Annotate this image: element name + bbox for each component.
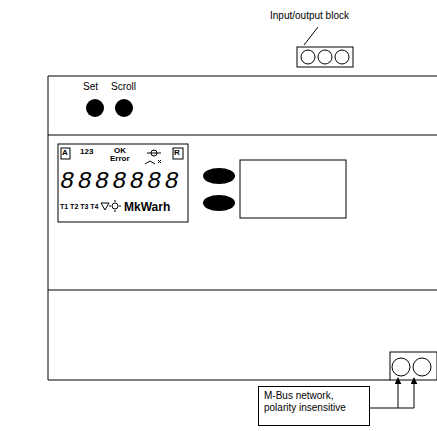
housing-line bbox=[48, 76, 437, 77]
note-box: M-Bus network, polarity insensitive bbox=[258, 386, 370, 426]
lcd-frame bbox=[61, 148, 70, 159]
mbus-terminal-block bbox=[390, 352, 437, 380]
button-label: Scroll bbox=[111, 82, 136, 92]
lcd-sun bbox=[109, 200, 121, 212]
scroll-button bbox=[115, 99, 133, 117]
io-terminal bbox=[318, 50, 332, 64]
lcd-symbol: Error bbox=[110, 155, 130, 163]
lcd-symbol: 123 bbox=[80, 148, 93, 156]
leader-line bbox=[304, 27, 318, 45]
note-text: M-Bus network, polarity insensitive bbox=[259, 387, 369, 416]
lcd-sun bbox=[112, 203, 118, 209]
lcd-symbol: A bbox=[62, 149, 68, 157]
io-terminal bbox=[335, 50, 349, 64]
wire-arrow bbox=[398, 378, 399, 408]
lcd-triangle bbox=[101, 203, 109, 210]
led bbox=[203, 168, 235, 184]
mbus-terminal bbox=[392, 358, 410, 376]
part-label: Input/output block bbox=[270, 11, 349, 21]
lcd-symbol: OK bbox=[114, 147, 126, 155]
io-terminal bbox=[301, 50, 315, 64]
housing-line bbox=[48, 380, 390, 381]
tariff-labels: T1 T2 T3 T4 bbox=[60, 203, 99, 210]
wire bbox=[370, 408, 414, 409]
lcd-symbol: R bbox=[174, 149, 180, 157]
set-button bbox=[86, 99, 104, 117]
unit-label: MkWarh bbox=[124, 201, 170, 213]
wire-arrow bbox=[414, 378, 415, 408]
led bbox=[203, 195, 235, 211]
lcd-display bbox=[58, 144, 188, 222]
lcd-symbol bbox=[147, 153, 161, 154]
mbus-terminal bbox=[413, 358, 431, 376]
lcd-frame bbox=[173, 148, 183, 159]
housing-line bbox=[48, 290, 437, 291]
housing-line bbox=[48, 76, 49, 380]
button-label: Set bbox=[83, 82, 98, 92]
housing-line bbox=[48, 135, 437, 136]
display-window bbox=[240, 160, 346, 218]
io-block bbox=[297, 47, 353, 67]
lcd-digits: 8888888 bbox=[60, 170, 182, 194]
lcd-symbol bbox=[145, 160, 161, 164]
